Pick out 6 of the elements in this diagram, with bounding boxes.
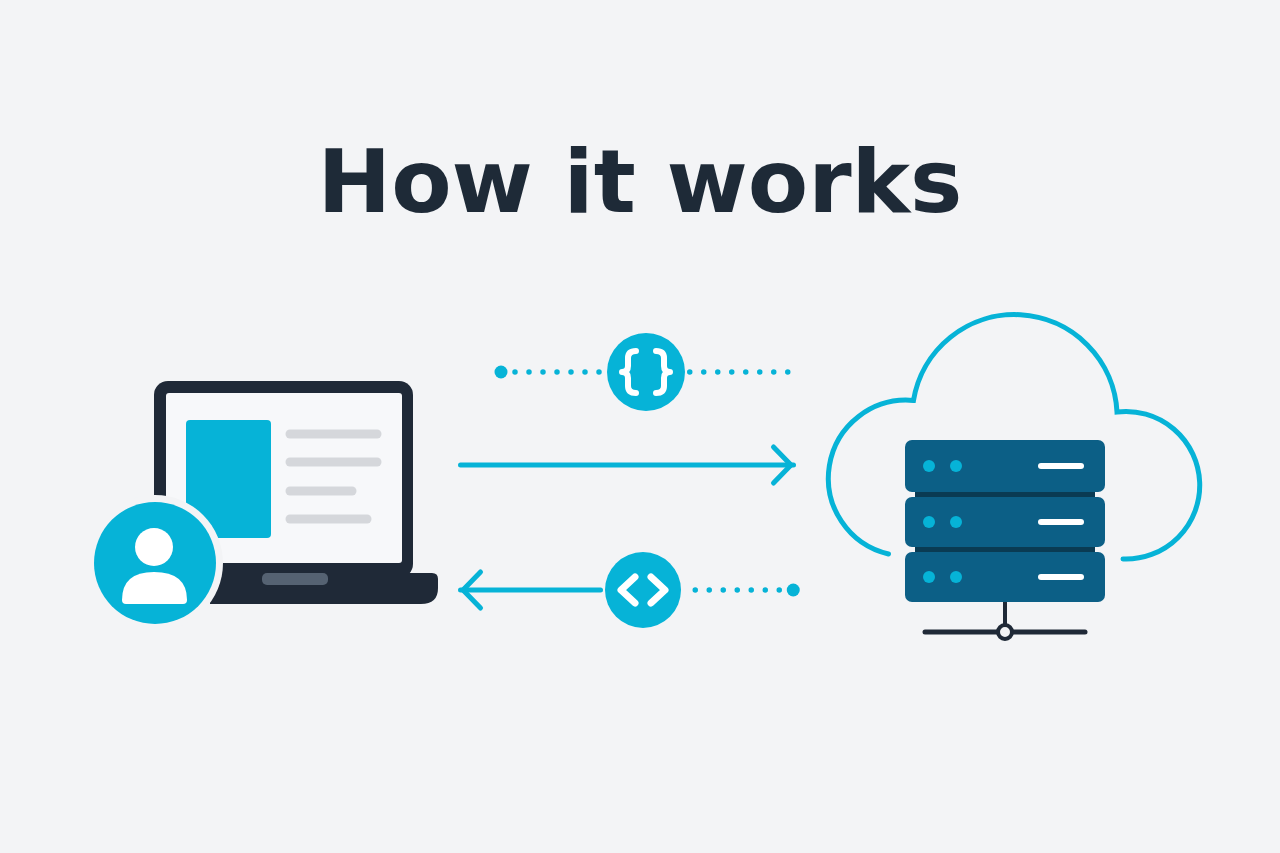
dotted-connector [494, 365, 605, 379]
title: How it works [316, 138, 964, 226]
arrow [458, 569, 603, 611]
code-brackets-icon [603, 550, 683, 630]
curly-braces-icon [605, 331, 687, 413]
arrow [458, 444, 796, 486]
